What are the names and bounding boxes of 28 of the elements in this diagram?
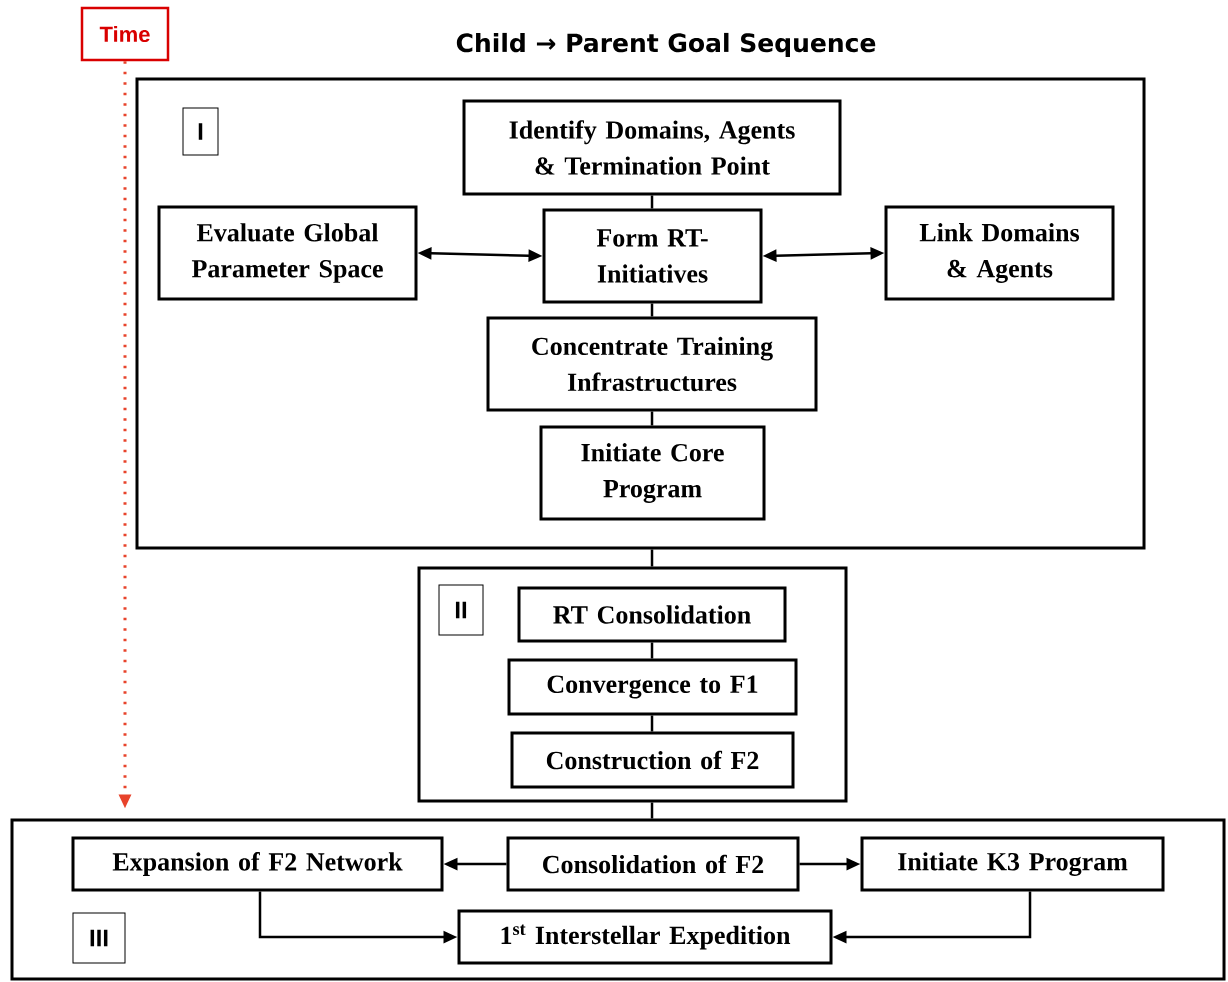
process-box: Concentrate Training Infrastructures [486, 316, 818, 412]
connector-line [650, 715, 654, 732]
connector-line [650, 303, 654, 317]
process-box: Initiate Core Program [539, 425, 766, 521]
process-box: RT Consolidation [517, 586, 787, 643]
connector-line [650, 802, 654, 819]
connector-line [650, 195, 654, 209]
phase-number: II [438, 584, 484, 636]
process-box: Evaluate Global Parameter Space [157, 205, 418, 301]
process-box: Identify Domains, Agents & Termination Point [462, 99, 842, 196]
connector-line [650, 549, 654, 567]
connector-line [650, 642, 654, 659]
process-box: Construction of F2 [510, 731, 795, 789]
title: Child → Parent Goal Sequence [456, 32, 876, 58]
phase-frame [135, 77, 1146, 550]
process-box: Link Domains & Agents [884, 205, 1115, 301]
phase-frame [417, 566, 848, 803]
process-box: 1$^{st}$ Interstellar Expedition [457, 909, 833, 965]
phase-frame [10, 818, 1226, 981]
connector-line [650, 411, 654, 426]
phase-number: III [72, 912, 126, 964]
process-box: Initiate K3 Program [860, 836, 1165, 892]
process-box: Consolidation of F2 [506, 836, 800, 892]
phase-number: I [182, 107, 219, 156]
time-box: Time [80, 6, 170, 62]
process-box: Convergence to F1 [507, 658, 798, 716]
process-box: Form RT-Initiatives [542, 208, 763, 304]
process-box: Expansion of F2 Network [71, 836, 444, 892]
